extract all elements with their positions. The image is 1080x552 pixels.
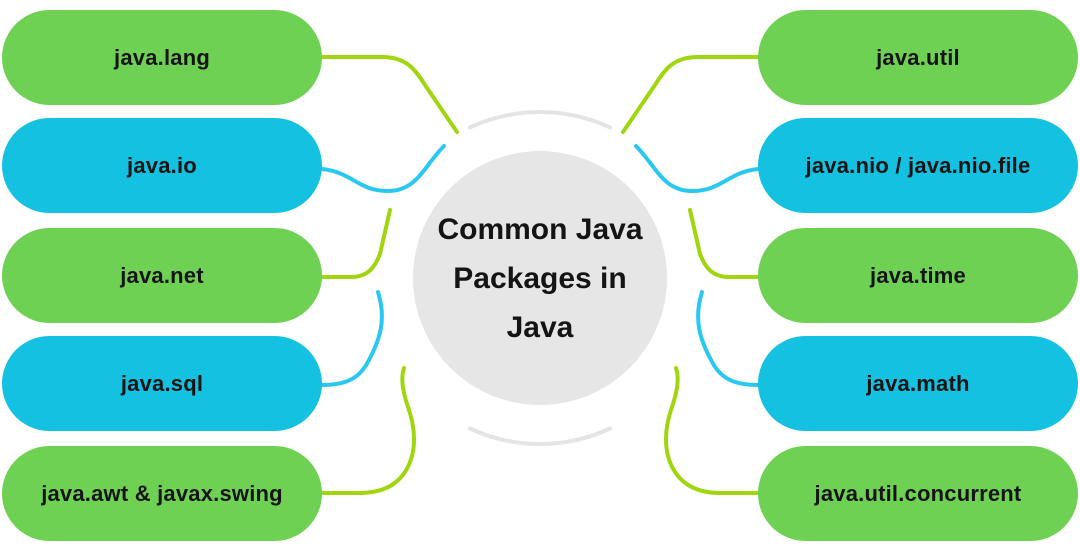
node-java-util: java.util <box>758 10 1078 105</box>
connector-java-math <box>696 290 760 387</box>
connector-java-io <box>320 144 446 193</box>
node-label: java.awt & javax.swing <box>41 480 283 506</box>
node-java-time: java.time <box>758 228 1078 323</box>
ring-arc-bottom <box>468 426 612 446</box>
node-label: java.nio / java.nio.file <box>805 152 1031 178</box>
center-title-line: Java <box>506 310 574 344</box>
node-label: java.sql <box>120 370 204 396</box>
node-java-nio: java.nio / java.nio.file <box>758 118 1078 213</box>
connector-java-lang <box>320 55 459 134</box>
connector-java-sql <box>320 290 384 387</box>
node-java-awt-swing: java.awt & javax.swing <box>2 446 322 541</box>
connector-java-net <box>320 208 392 279</box>
connector-java-util-concurrent <box>663 366 760 495</box>
node-java-net: java.net <box>2 228 322 323</box>
node-label: java.math <box>866 370 970 396</box>
node-label: java.util <box>876 44 960 70</box>
connector-java-awt-swing <box>320 366 417 495</box>
node-java-util-concurrent: java.util.concurrent <box>758 446 1078 541</box>
node-java-sql: java.sql <box>2 336 322 431</box>
center-title-line: Common Java <box>437 212 643 246</box>
center-node: Common Java Packages in Java <box>413 151 667 405</box>
node-java-math: java.math <box>758 336 1078 431</box>
node-label: java.time <box>870 262 966 288</box>
ring-arc-top <box>468 110 612 130</box>
node-java-lang: java.lang <box>2 10 322 105</box>
node-label: java.io <box>127 152 197 178</box>
node-java-io: java.io <box>2 118 322 213</box>
connector-java-time <box>688 208 760 279</box>
connector-java-nio <box>634 144 760 193</box>
connector-java-util <box>621 55 760 134</box>
center-title-line: Packages in <box>453 261 627 295</box>
node-label: java.net <box>120 262 204 288</box>
node-label: java.util.concurrent <box>814 480 1022 506</box>
node-label: java.lang <box>114 44 210 70</box>
